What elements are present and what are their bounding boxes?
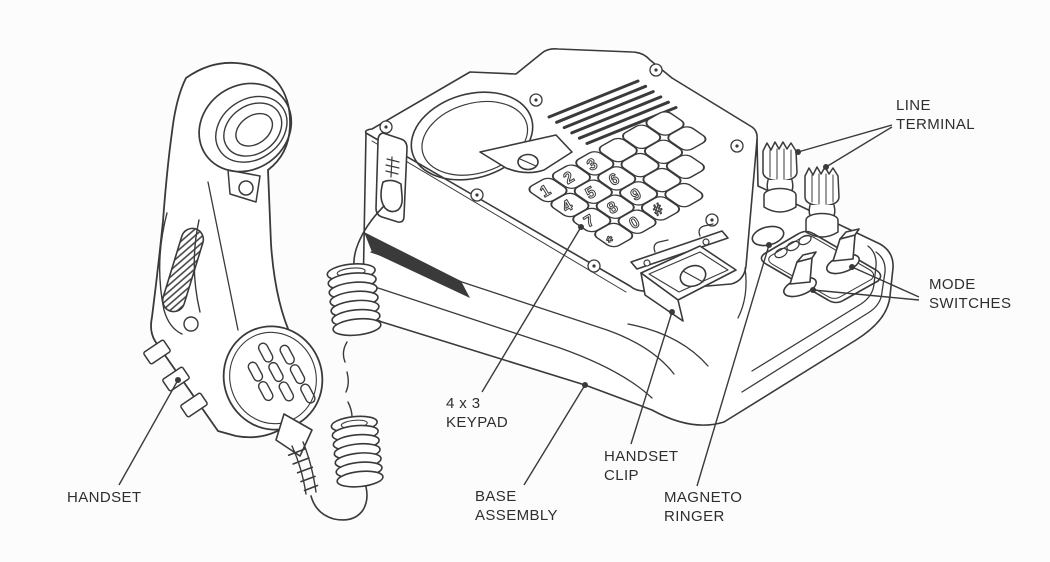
label-handset-clip: HANDSET CLIP (604, 447, 678, 485)
handset-cord (310, 205, 385, 521)
keypad-key (594, 222, 634, 248)
label-base-assembly-text-2: ASSEMBLY (475, 507, 558, 524)
label-magneto-ringer-text-1: MAGNETO (664, 489, 743, 506)
label-line-terminal-text-1: LINE (896, 97, 931, 114)
handset-clip-bracket (630, 223, 737, 322)
handset-lugs (143, 339, 208, 418)
line-terminal-post-1 (762, 141, 798, 213)
keypad-key (640, 196, 681, 221)
case-corner-arc (627, 323, 709, 367)
keypad-key (617, 209, 657, 234)
label-magneto-ringer-text-2: RINGER (664, 508, 725, 525)
leader-lines (118, 124, 920, 487)
leader-line-terminal (797, 124, 893, 168)
label-handset-clip-text-2: CLIP (604, 467, 639, 484)
label-handset: HANDSET (67, 488, 141, 507)
earpiece (198, 82, 293, 173)
front-edge-shadow (364, 232, 470, 298)
plate-screws (379, 63, 744, 273)
cord-break-dashes (342, 341, 353, 418)
tab-screw-slot (519, 158, 537, 167)
strain-relief-ribs (287, 448, 319, 492)
label-keypad-text-1: 4 x 3 (446, 395, 481, 412)
label-handset-text: HANDSET (67, 489, 142, 506)
keypad-key (665, 154, 705, 180)
label-line-terminal: LINE TERMINAL (896, 96, 975, 134)
screw-tab (479, 134, 573, 174)
cord-coil-upper (326, 263, 382, 337)
ptt-guard (158, 212, 183, 335)
label-mode-switches-text-2: SWITCHES (929, 295, 1012, 312)
handset-illustration (143, 61, 324, 495)
cord-plug (380, 179, 403, 213)
handset-cord-connector (275, 413, 313, 457)
cord-bottom-loop (310, 486, 368, 521)
connector-icon (385, 156, 400, 178)
leader-magneto-ringer (696, 244, 770, 487)
label-magneto-ringer: MAGNETO RINGER (664, 488, 742, 526)
mode-switch-toggle-1 (782, 251, 818, 298)
ptt-pin (183, 316, 199, 332)
indicator-ovals (774, 234, 812, 259)
line-terminal-post-2 (804, 166, 840, 238)
handle-inner-contour (207, 181, 239, 331)
front-seam-line (365, 283, 653, 399)
label-base-assembly: BASE ASSEMBLY (475, 487, 558, 525)
label-mode-switches: MODE SWITCHES (929, 275, 1011, 313)
leader-base-assembly (523, 384, 586, 486)
label-handset-clip-text-1: HANDSET (604, 448, 679, 465)
case-corner-arc (737, 267, 747, 319)
leader-mode-switches (812, 266, 920, 301)
label-base-assembly-text-1: BASE (475, 488, 517, 505)
mouthpiece (222, 325, 324, 431)
cord-coil-lower (330, 415, 384, 488)
plate-circular-opening (410, 91, 534, 181)
label-line-terminal-text-2: TERMINAL (896, 116, 976, 133)
leader-handset (118, 379, 179, 486)
leader-handset-clip (630, 311, 673, 445)
keypad-key (664, 182, 704, 208)
label-keypad-text-2: KEYPAD (446, 414, 509, 431)
latch-hole (238, 180, 254, 196)
deck-front-seam (741, 251, 886, 393)
mouthpiece-holes (247, 342, 316, 404)
vent-grille (547, 79, 678, 145)
label-mode-switches-text-1: MODE (929, 276, 976, 293)
top-plate-thickness-line (371, 140, 627, 293)
keypad-key (667, 126, 707, 151)
ptt-bar (161, 227, 205, 313)
front-seam-line (370, 251, 675, 375)
label-keypad: 4 x 3 KEYPAD (446, 394, 508, 432)
leader-keypad (481, 226, 582, 393)
